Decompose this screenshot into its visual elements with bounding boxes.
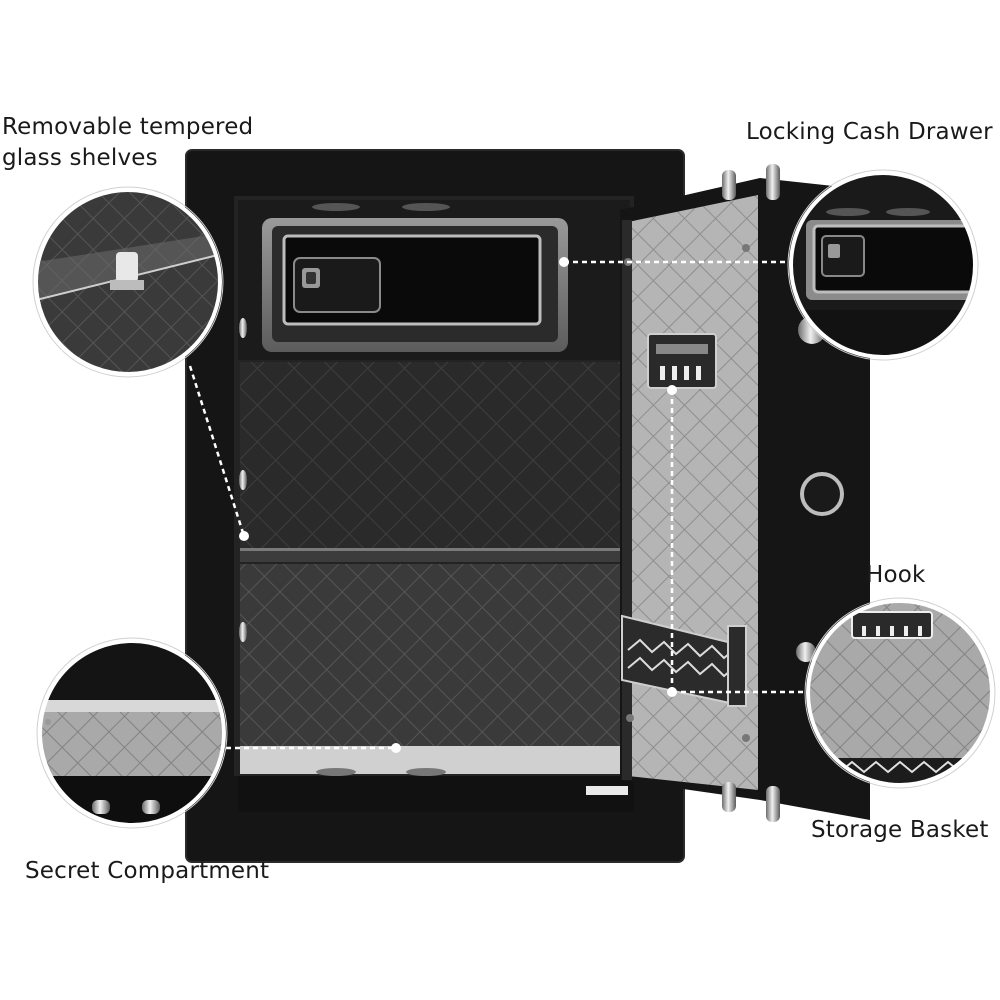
cash-drawer [262, 218, 568, 352]
middle-shelf [240, 362, 628, 562]
glass-shelves-label-line2: glass shelves [2, 145, 158, 171]
glass-shelves-label: Removable tempered glass shelves [2, 112, 253, 174]
safe-door [620, 164, 870, 822]
cash-drawer-label: Locking Cash Drawer [746, 119, 993, 145]
leader-lines [188, 260, 806, 750]
hook-label: Hook [866, 562, 926, 588]
glass-shelves-label-line1: Removable tempered [2, 114, 254, 140]
left-bolts [239, 318, 247, 642]
lower-shelf [238, 564, 634, 812]
secret-compartment-label: Secret Compartment [25, 858, 270, 884]
storage-basket-label: Storage Basket [811, 817, 989, 843]
leader-dots [239, 257, 677, 753]
glass-shelf-zoom [32, 186, 224, 378]
secret-compartment-zoom [36, 637, 228, 829]
storage-basket-zoom [804, 597, 996, 789]
